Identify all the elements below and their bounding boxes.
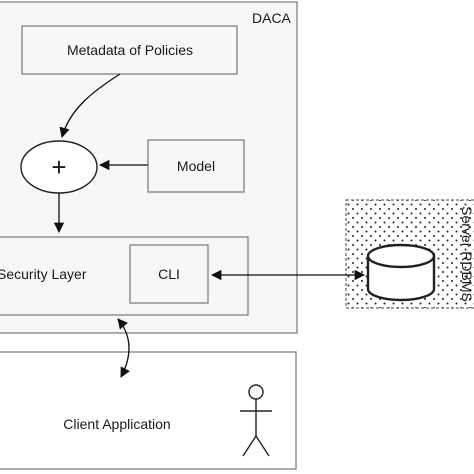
daca-title: DACA [252,10,292,26]
security-layer-box: Security Layer [0,236,249,316]
metadata-of-policies-label: Metadata of Policies [67,42,193,58]
combiner-symbol: + [51,152,66,182]
model-label: Model [177,158,215,174]
server-rdbms-label: Server RDBMS [459,206,474,302]
model-box: Model [147,139,245,193]
database-cylinder-icon [366,243,436,302]
metadata-of-policies-box: Metadata of Policies [21,25,238,75]
security-layer-label: Security Layer [0,266,87,282]
cli-box: CLI [129,244,209,304]
metadata-to-combiner-arrow [59,73,121,139]
security-client-bidirectional-arrow [117,318,130,378]
user-actor-icon [240,384,272,457]
client-application-label: Client Application [63,416,170,432]
combiner-node: + [20,140,98,194]
cli-label: CLI [158,266,180,282]
